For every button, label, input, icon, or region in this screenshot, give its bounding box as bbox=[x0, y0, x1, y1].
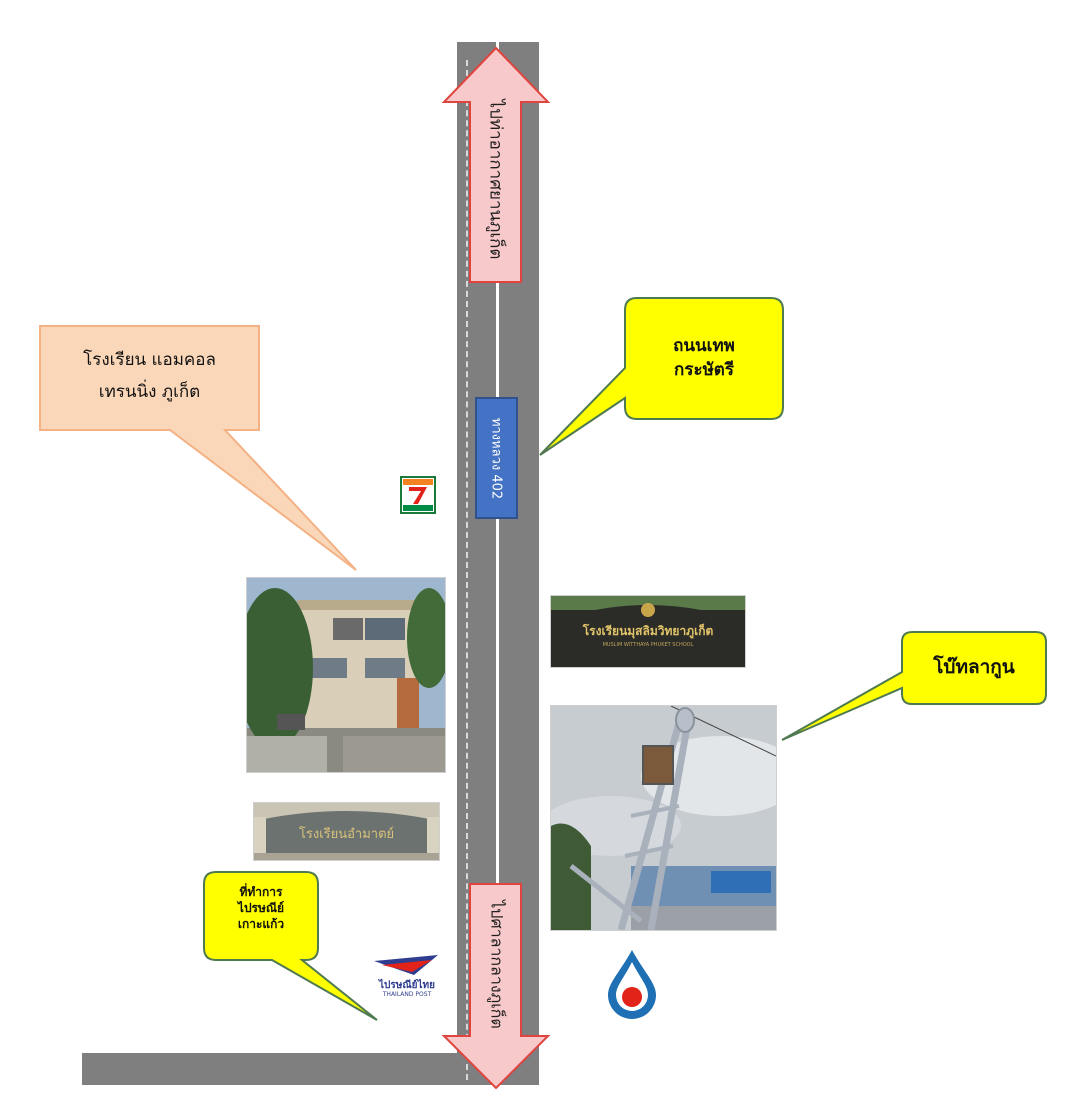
muslim-school-sign-text: โรงเรียนมุสลิมวิทยาภูเก็ต bbox=[582, 624, 714, 638]
lane-marking bbox=[466, 60, 468, 1080]
monument-photo bbox=[550, 705, 777, 931]
north-arrow-label: ไปท่าอากาศยานภูเก็ต bbox=[485, 99, 506, 260]
post-callout-line1: ที่ทำการ bbox=[239, 885, 283, 899]
school-callout-line1: โรงเรียน แอมคอล bbox=[83, 350, 216, 370]
post-callout-text: ที่ทำการ ไปรษณีย์ เกาะแก้ว bbox=[204, 884, 318, 932]
post-callout-shape bbox=[203, 871, 378, 1021]
highway-sign bbox=[475, 397, 518, 519]
school-gate-sign-photo: โรงเรียนอำมาตย์ bbox=[253, 802, 440, 861]
road-callout-text: ถนนเทพ กระษัตรี bbox=[625, 334, 783, 382]
school-callout-text: โรงเรียน แอมคอล เทรนนิ่ง ภูเก็ต bbox=[40, 344, 259, 408]
seven-eleven-logo bbox=[400, 476, 436, 514]
muslim-school-sign-photo: โรงเรียนมุสลิมวิทยาภูเก็ต MUSLIM WITTHAY… bbox=[550, 595, 746, 668]
school-callout-line2: เทรนนิ่ง ภูเก็ต bbox=[98, 382, 201, 402]
road-callout-line2: กระษัตรี bbox=[674, 360, 734, 380]
road-centerline bbox=[496, 42, 499, 1085]
south-arrow bbox=[441, 883, 551, 1090]
highway-sign-label: ทางหลวง 402 bbox=[488, 417, 504, 500]
thailand-post-logo-subtext: THAILAND POST bbox=[382, 991, 432, 998]
monument-callout-shape bbox=[781, 631, 1047, 741]
ptt-logo bbox=[608, 950, 656, 1019]
road-callout-line1: ถนนเทพ bbox=[673, 336, 735, 356]
school-building-photo bbox=[246, 577, 446, 773]
north-arrow bbox=[441, 46, 551, 283]
thailand-post-logo-text: ไปรษณีย์ไทย bbox=[379, 980, 435, 991]
thailand-post-logo bbox=[374, 955, 438, 975]
school-gate-sign-text: โรงเรียนอำมาตย์ bbox=[298, 827, 395, 842]
school-callout-shape bbox=[39, 325, 357, 571]
south-arrow-label: ไปศาลากลางภูเก็ต bbox=[487, 900, 507, 1029]
post-callout-line3: เกาะแก้ว bbox=[237, 917, 285, 931]
muslim-school-sign-subtext: MUSLIM WITTHAYA PHUKET SCHOOL bbox=[602, 642, 694, 648]
side-road bbox=[82, 1053, 462, 1085]
monument-callout-text: โบ๊ทลากูน bbox=[933, 656, 1015, 678]
road-callout-shape bbox=[539, 297, 784, 456]
post-callout-line2: ไปรษณีย์ bbox=[237, 901, 285, 915]
